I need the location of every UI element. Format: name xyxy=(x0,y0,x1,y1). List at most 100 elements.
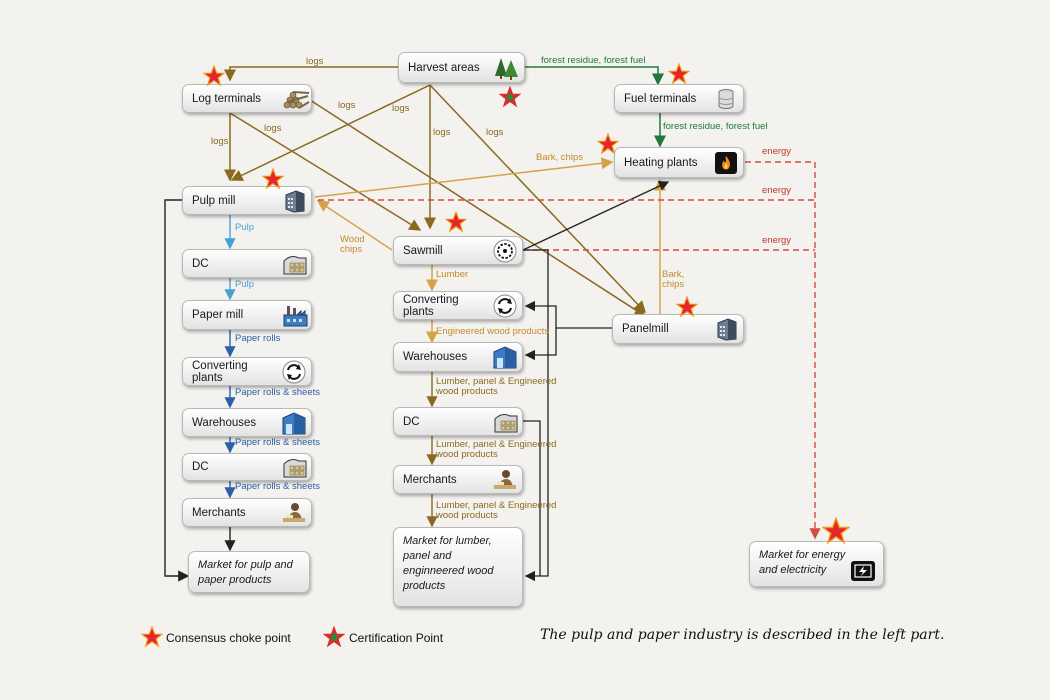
node-heating-plants: Heating plants xyxy=(614,147,744,178)
node-sawmill: Sawmill xyxy=(393,236,523,265)
edge-panel-chain xyxy=(523,249,612,582)
factory-icon xyxy=(283,306,308,327)
building-icon xyxy=(285,189,305,213)
edge-logs xyxy=(224,66,647,317)
caption: The pulp and paper industry is described… xyxy=(540,627,945,643)
node-market-lumber: Market for lumber, panel and enginneered… xyxy=(393,527,523,607)
node-warehouses-mid: Warehouses xyxy=(393,342,523,372)
edge-sawmill-heating xyxy=(522,181,670,251)
node-label: DC xyxy=(403,415,420,428)
node-label: Harvest areas xyxy=(408,61,480,74)
node-log-terminals: Log terminals xyxy=(182,84,312,113)
electricity-icon xyxy=(851,561,875,581)
legend-consensus-label: Consensus choke point xyxy=(166,631,291,645)
node-dc-mid: DC xyxy=(393,407,523,436)
node-label: Market for energy and electricity xyxy=(759,549,846,576)
edge-residue xyxy=(525,66,666,148)
edge-label-pulp: Pulp xyxy=(235,222,255,233)
edge-label-logs: logs xyxy=(486,127,504,138)
node-label: Warehouses xyxy=(192,416,257,429)
edge-label-lumber-panel-ewp: Lumber, panel & Engineered wood products xyxy=(436,439,557,460)
consensus-star-icon xyxy=(668,63,690,85)
node-paper-mill: Paper mill xyxy=(182,300,312,330)
edge-label-paper-rolls-sheets: Paper rolls & sheets xyxy=(235,437,321,448)
consensus-star-icon xyxy=(445,211,467,233)
distribution-center-icon xyxy=(283,255,307,274)
edge-label-paper-rolls-sheets: Paper rolls & sheets xyxy=(235,387,321,398)
node-label: Merchants xyxy=(403,473,457,486)
node-label: Merchants xyxy=(192,506,246,519)
edge-label-forest-residue: forest residue, forest fuel xyxy=(541,55,646,66)
node-harvest-areas: Harvest areas xyxy=(398,52,525,83)
edge-label-energy: energy xyxy=(762,185,792,196)
node-label: Heating plants xyxy=(624,156,698,169)
distribution-center-icon xyxy=(494,413,518,432)
node-label: Warehouses xyxy=(403,351,468,363)
node-warehouses-left: Warehouses xyxy=(182,408,312,437)
consensus-star-icon xyxy=(262,168,284,190)
edge-label-logs: logs xyxy=(264,123,282,134)
edge-chips xyxy=(314,157,666,344)
warehouse-icon xyxy=(493,346,517,369)
node-panelmill: Panelmill xyxy=(612,314,744,344)
edge-energy xyxy=(318,161,821,540)
node-label: Fuel terminals xyxy=(624,92,697,105)
edge-label-paper-rolls-sheets: Paper rolls & sheets xyxy=(235,481,321,492)
trees-icon xyxy=(495,57,518,80)
edge-label-lumber-panel-ewp: Lumber, panel & Engineered wood products xyxy=(436,376,557,397)
merchant-icon xyxy=(494,469,516,489)
node-converting-plants-left: Converting plants xyxy=(182,357,312,386)
edge-label-logs: logs xyxy=(306,56,324,67)
edge-label-engineered-wood: Engineered wood products xyxy=(436,326,550,337)
certification-star-icon xyxy=(323,626,345,648)
edge-label-energy: energy xyxy=(762,146,792,157)
legend-certification-label: Certification Point xyxy=(349,631,444,645)
node-merchants-left: Merchants xyxy=(182,498,312,527)
building-icon xyxy=(717,318,737,341)
merchant-icon xyxy=(283,502,305,522)
node-converting-plants-mid: Converting plants xyxy=(393,291,523,320)
node-label: Panelmill xyxy=(622,323,669,335)
edge-label-paper-rolls: Paper rolls xyxy=(235,333,281,344)
node-dc-left-2: DC xyxy=(182,453,312,481)
edge-label-wood-chips: Wood chips xyxy=(340,234,365,255)
node-fuel-terminals: Fuel terminals xyxy=(614,84,744,113)
consensus-star-icon xyxy=(203,65,225,87)
node-pulp-mill: Pulp mill xyxy=(182,186,312,215)
node-label: DC xyxy=(192,461,209,473)
edge-label-lumber-panel-ewp: Lumber, panel & Engineered wood products xyxy=(436,500,557,521)
saw-blade-icon xyxy=(493,239,517,262)
fuel-tank-icon xyxy=(718,88,734,109)
consensus-star-icon xyxy=(676,296,698,318)
edge-label-logs: logs xyxy=(433,127,451,138)
log-pile-icon xyxy=(283,90,310,109)
node-label: Log terminals xyxy=(192,92,262,105)
node-label: Converting plants xyxy=(192,359,248,384)
edge-label-logs: logs xyxy=(392,103,410,114)
node-merchants-mid: Merchants xyxy=(393,465,523,494)
convert-cycle-icon xyxy=(493,294,517,317)
edge-label-bark-chips: Bark, chips xyxy=(662,269,685,290)
convert-cycle-icon xyxy=(282,360,306,383)
warehouse-icon xyxy=(282,411,306,434)
edge-label-logs: logs xyxy=(338,100,356,111)
edge-label-energy: energy xyxy=(762,235,792,246)
edge-label-forest-residue: forest residue, forest fuel xyxy=(663,121,768,132)
edge-label-pulp: Pulp xyxy=(235,279,255,290)
edge-paper-chain xyxy=(164,199,236,582)
consensus-star-icon xyxy=(822,517,850,545)
node-label: Converting plants xyxy=(403,293,459,318)
consensus-star-icon xyxy=(597,133,619,155)
node-label: Pulp mill xyxy=(192,194,236,207)
node-market-energy: Market for energy and electricity xyxy=(749,541,884,587)
edge-label-lumber: Lumber xyxy=(436,269,469,280)
edge-label-logs: logs xyxy=(211,136,229,147)
edge-label-bark-chips: Bark, chips xyxy=(536,152,583,163)
fire-icon xyxy=(715,151,737,174)
node-dc-left: DC xyxy=(182,249,312,278)
consensus-star-icon xyxy=(141,626,163,648)
certification-star-icon xyxy=(499,86,521,108)
distribution-center-icon xyxy=(283,459,307,478)
node-label: Paper mill xyxy=(192,309,244,321)
